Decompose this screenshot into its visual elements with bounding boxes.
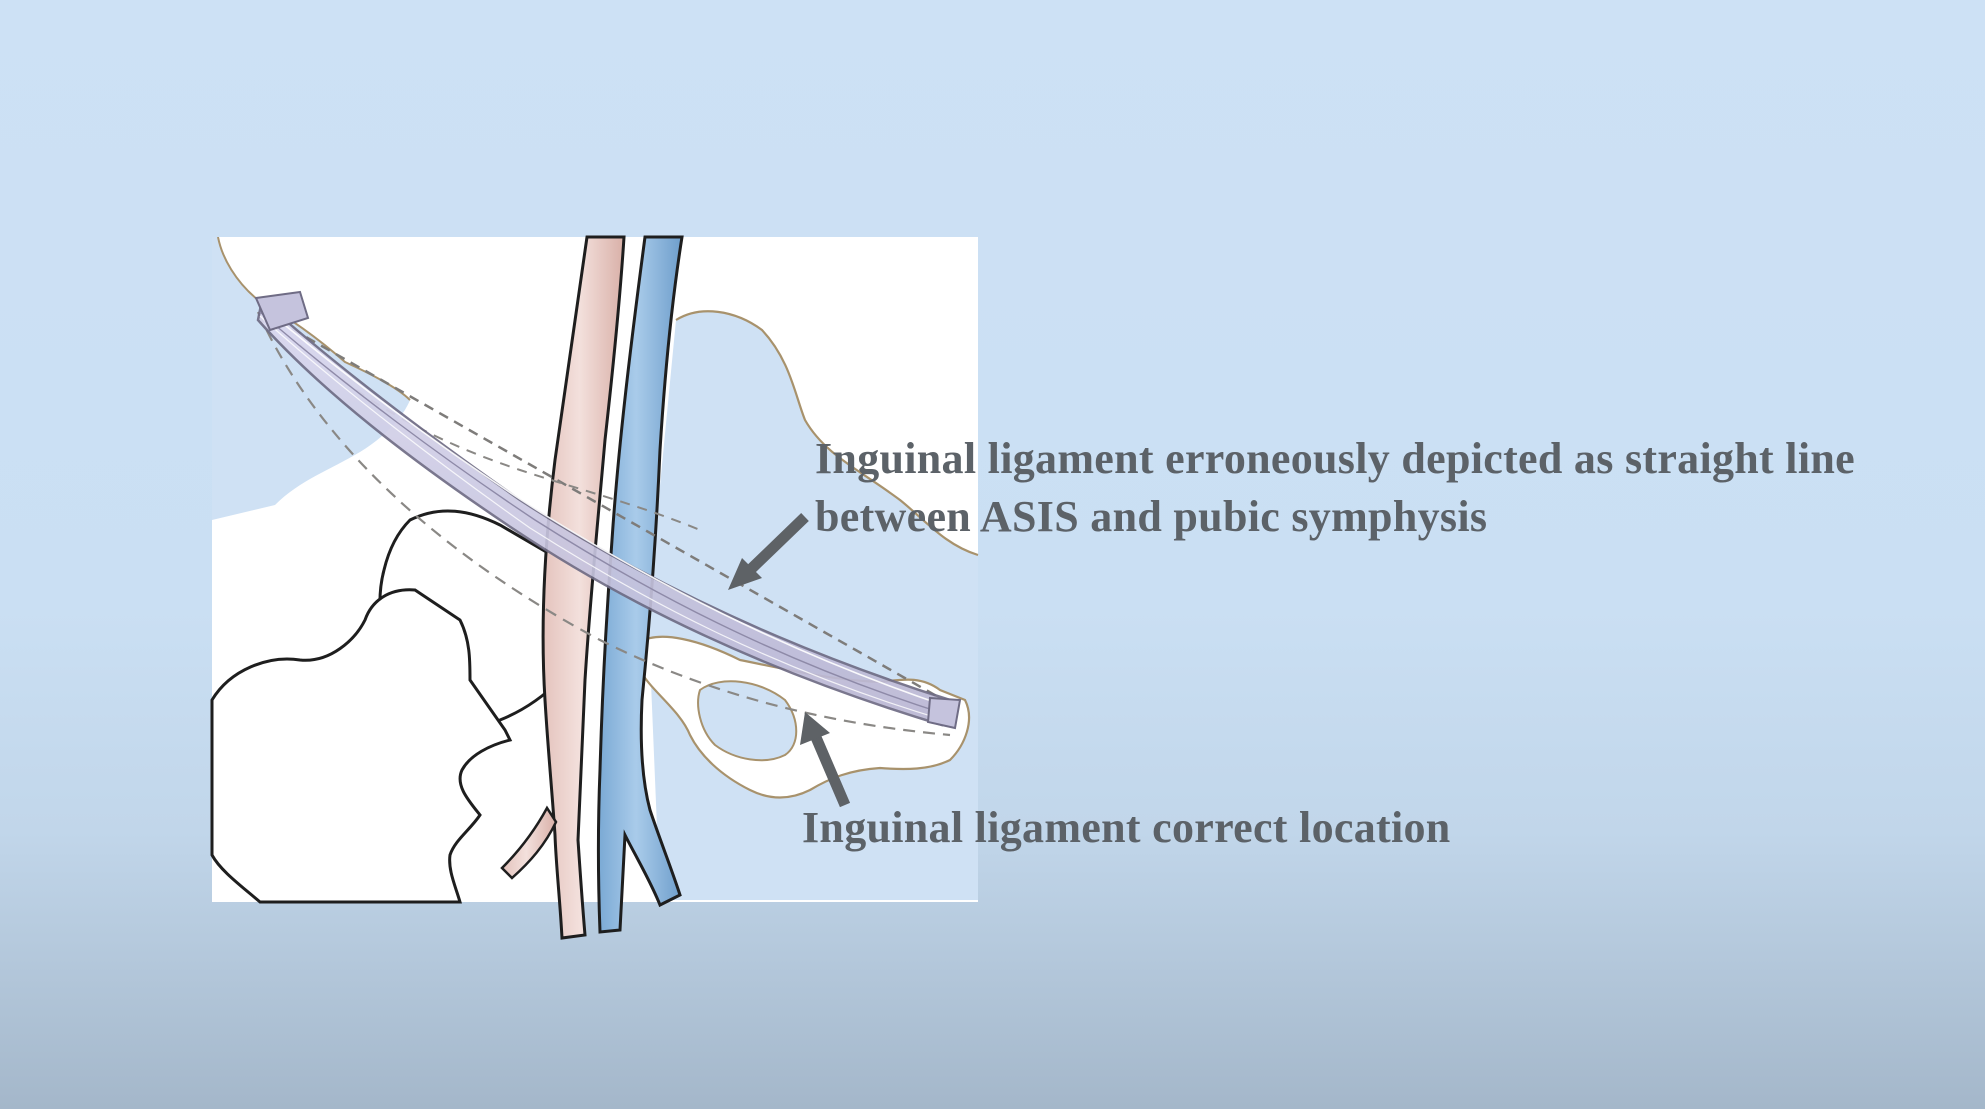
arrow-to-correct-location bbox=[800, 712, 851, 808]
label-straight-line-1: Inguinal ligament erroneously depicted a… bbox=[815, 434, 1855, 483]
arrow-to-straight-line bbox=[728, 513, 809, 590]
dashed-line-straight-upper bbox=[261, 310, 941, 700]
pubic-attachment bbox=[926, 696, 962, 730]
dashed-line-curve-inner bbox=[299, 344, 701, 531]
illustration bbox=[210, 235, 979, 940]
label-straight-line-2: between ASIS and pubic symphysis bbox=[815, 492, 1488, 541]
dashed-line-curve-lower bbox=[256, 311, 951, 737]
label-straight-line: Inguinal ligament erroneously depicted a… bbox=[815, 430, 1855, 546]
label-correct-location: Inguinal ligament correct location bbox=[802, 803, 1451, 852]
femur-bone bbox=[210, 588, 513, 904]
pelvis-outline bbox=[675, 310, 979, 557]
artery-branch bbox=[500, 805, 558, 880]
obturator-foramen bbox=[697, 680, 798, 762]
asis-attachment bbox=[254, 290, 310, 332]
femoral-artery bbox=[541, 235, 626, 940]
